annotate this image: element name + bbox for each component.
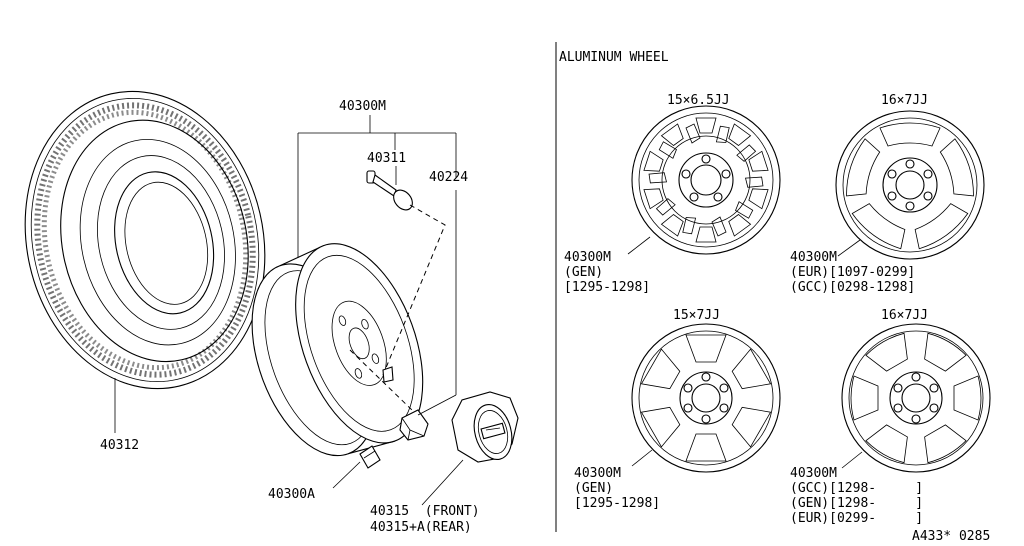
balance-weight[interactable] <box>382 366 394 383</box>
valve-dashed-line <box>382 204 446 376</box>
wheel3-size: 15×7JJ <box>673 308 720 323</box>
label-tire: 40312 <box>100 438 139 453</box>
wheel1-size: 15×6.5JJ <box>667 93 730 108</box>
label-cap-front: 40315 (FRONT) <box>370 504 480 519</box>
wheel4-part: 40300M <box>790 466 837 481</box>
wheel4-leader <box>841 451 863 469</box>
wheel4-note-1: (GCC)[1298- ] <box>790 481 923 496</box>
wheel4-note-2: (GEN)[1298- ] <box>790 496 923 511</box>
wheel-nut[interactable] <box>399 409 429 441</box>
wheel1-note-1: (GEN) <box>564 265 603 280</box>
wheel3-part: 40300M <box>574 466 621 481</box>
wheel2-leader <box>837 239 861 257</box>
label-weight: 40224 <box>429 170 468 185</box>
diagram-code: A433* 0285 <box>912 529 990 544</box>
wheel4-size: 16×7JJ <box>881 308 928 323</box>
wheel3-leader <box>631 449 653 467</box>
mesh-spokes <box>643 117 769 243</box>
label-cap-rear: 40315+A(REAR) <box>370 520 472 535</box>
wheel4-note-3: (EUR)[0299- ] <box>790 511 923 526</box>
label-valve: 40311 <box>367 151 406 166</box>
section-title: ALUMINUM WHEEL <box>559 50 669 65</box>
wheel1-part: 40300M <box>564 250 611 265</box>
tire-illustration[interactable] <box>0 67 294 412</box>
label-nut: 40300A <box>268 487 315 502</box>
center-cap[interactable] <box>451 391 519 464</box>
wheel2-note-1: (EUR)[1097-0299] <box>790 265 915 280</box>
wheel1-note-2: [1295-1298] <box>564 280 650 295</box>
wheel3-note-1: (GEN) <box>574 481 613 496</box>
wheel2-part: 40300M <box>790 250 837 265</box>
alloy-wheel-16x7-b[interactable] <box>841 323 991 473</box>
alloy-wheel-15x7[interactable] <box>631 323 781 473</box>
window-spokes <box>846 122 974 250</box>
spare-wheel-illustration[interactable] <box>227 226 448 476</box>
alloy-wheel-15x6.5[interactable] <box>631 105 781 255</box>
wheel3-note-2: [1295-1298] <box>574 496 660 511</box>
alloy-wheel-16x7-a[interactable] <box>835 110 985 260</box>
assembly-bracket <box>297 115 464 506</box>
label-assembly: 40300M <box>339 99 386 114</box>
six-spokes-alt <box>850 332 982 464</box>
wheel1-leader <box>627 236 651 255</box>
wheel2-size: 16×7JJ <box>881 93 928 108</box>
wheel2-note-2: (GCC)[0298-1298] <box>790 280 915 295</box>
six-spokes <box>640 334 772 462</box>
wheel-bolt[interactable] <box>359 445 381 469</box>
valve-stem[interactable] <box>366 170 416 214</box>
